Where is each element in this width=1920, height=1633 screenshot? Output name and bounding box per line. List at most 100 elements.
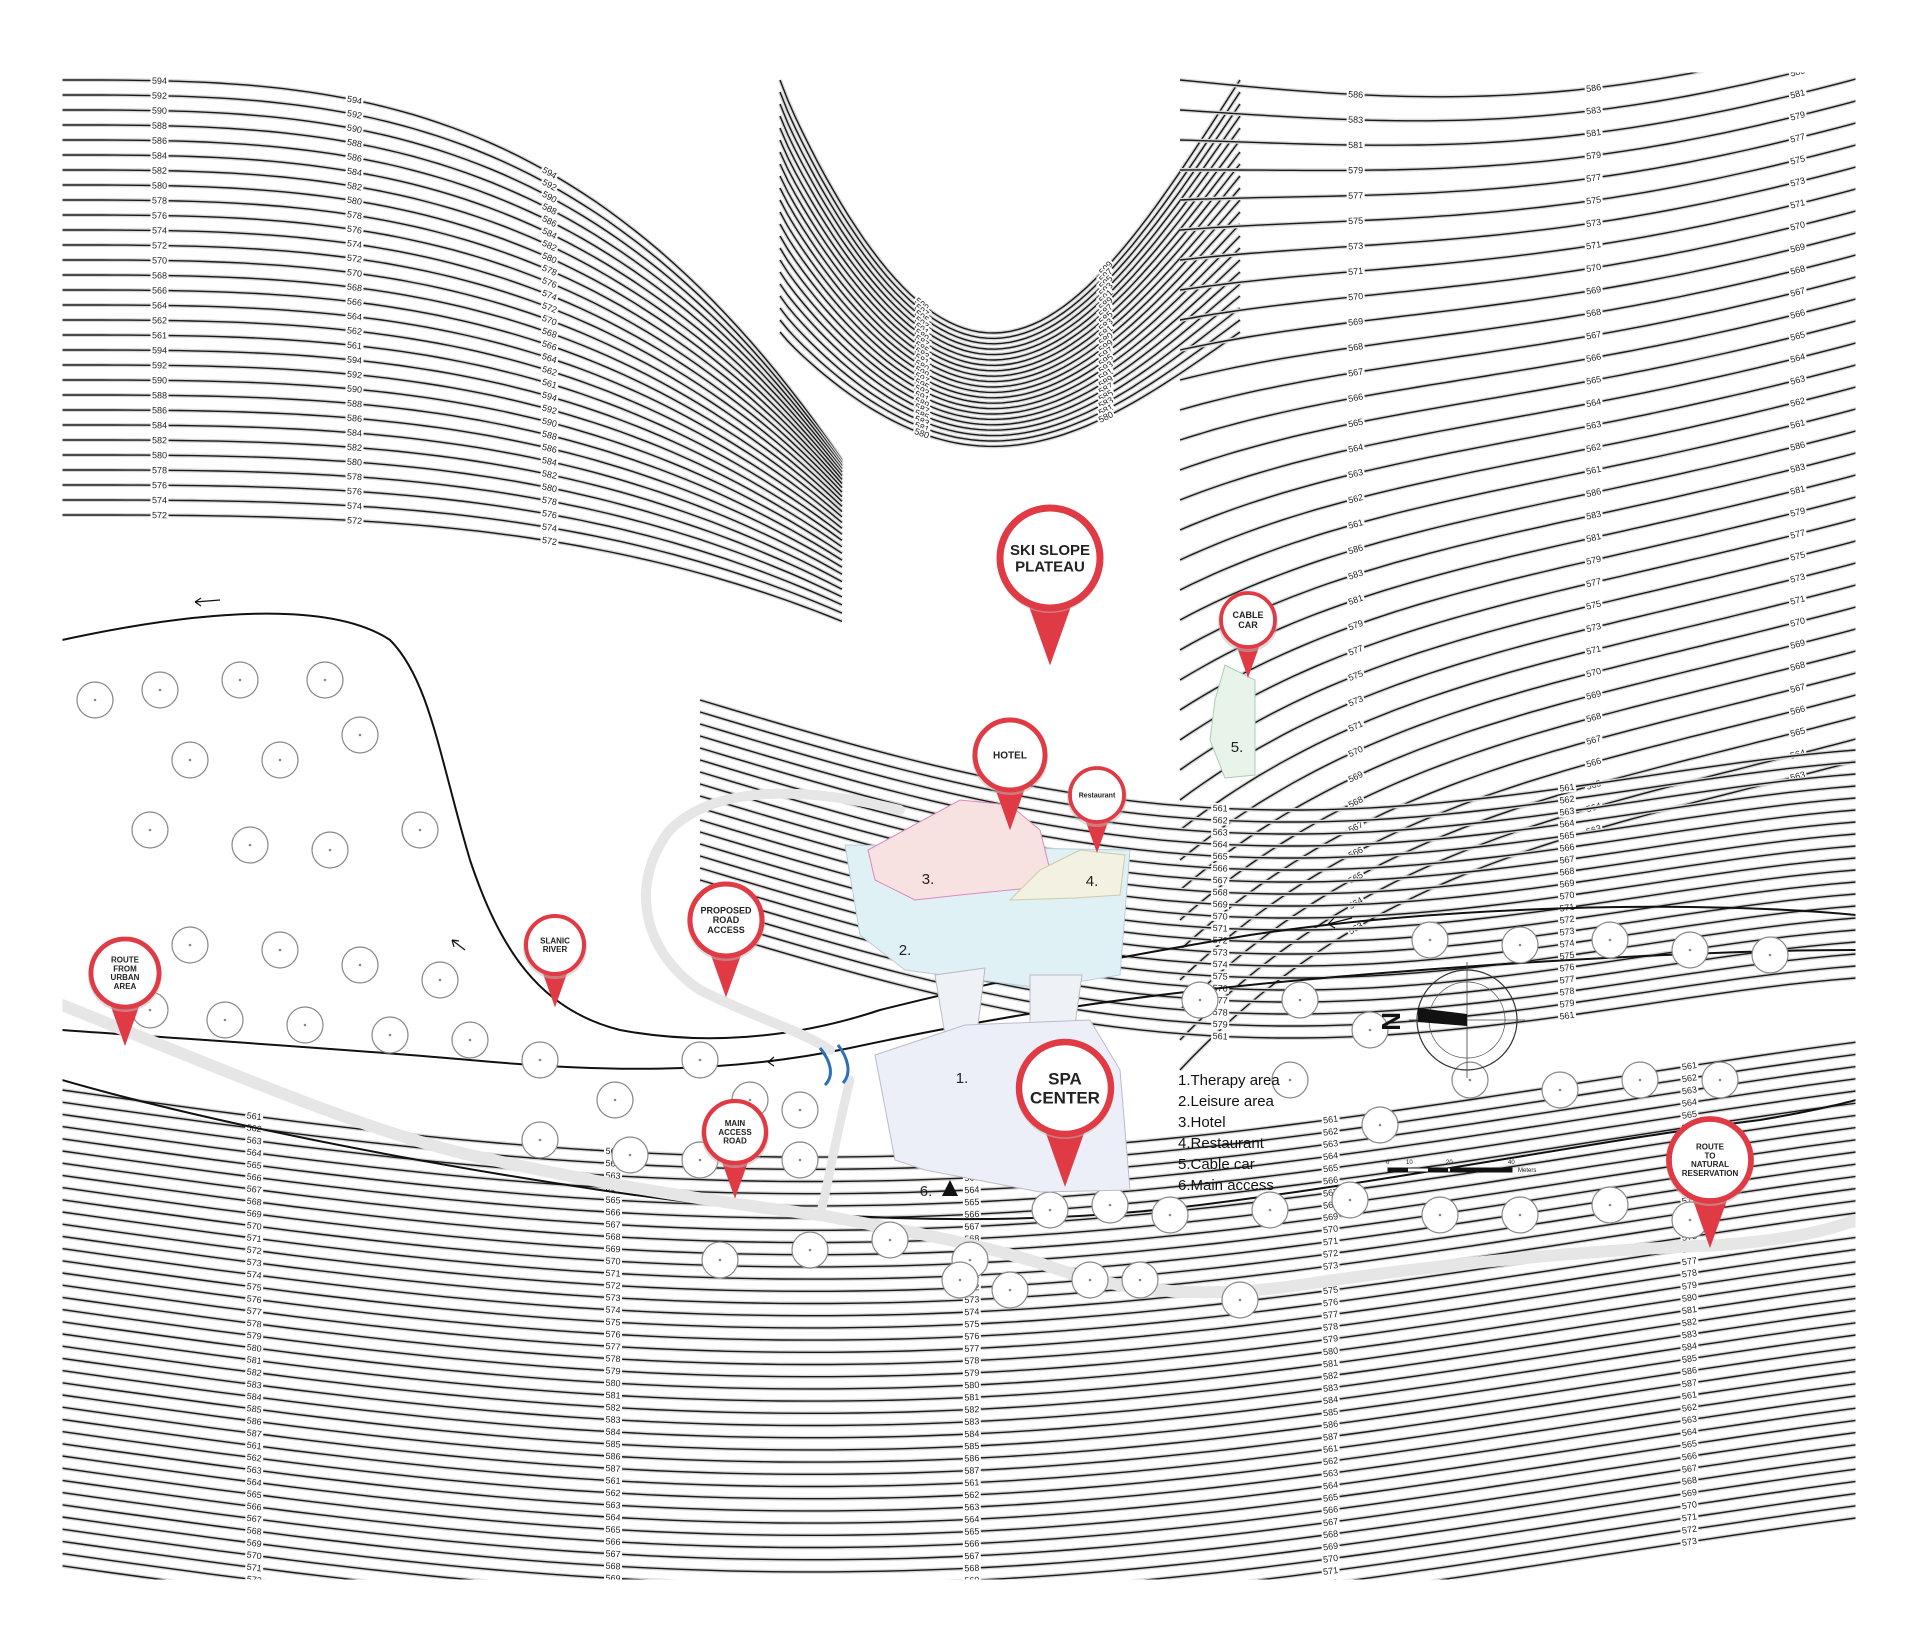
- contour-label-bg: [603, 1194, 623, 1206]
- contour-label-bg: [244, 1415, 264, 1428]
- contour-line: [1179, 694, 1856, 981]
- contour-label-bg: [1787, 527, 1808, 542]
- contour-label-bg: [603, 1231, 623, 1243]
- contour-label-bg: [1345, 491, 1366, 506]
- contour-label-bg: [1321, 1357, 1341, 1370]
- tree-center-dot: [718, 1258, 722, 1262]
- contour-label-bg: [1679, 1328, 1700, 1341]
- contour-elevation-label: 573: [1323, 1589, 1339, 1601]
- contour-elevation-label: 577: [246, 1305, 262, 1317]
- bridge-mark-left: [818, 1047, 832, 1087]
- contour-line: [1179, 650, 1856, 921]
- contour-label-bg: [1557, 877, 1577, 890]
- contour-label-bg: [150, 330, 169, 341]
- contour-label-bg: [344, 194, 365, 208]
- contour-label-bg: [1321, 1284, 1341, 1297]
- contour-elevation-label: 563: [1681, 1414, 1697, 1426]
- contour-label-bg: [539, 350, 560, 366]
- contour-label-bg: [1346, 165, 1365, 176]
- contour-label-bg: [603, 1438, 623, 1450]
- contour-elevation-label: 583: [1323, 1382, 1339, 1394]
- contour-elevation-label: 565: [1212, 851, 1228, 862]
- contour-elevation-label: 588: [347, 398, 363, 409]
- contour-line: [62, 1346, 1856, 1463]
- contour-label-bg: [1321, 1332, 1341, 1346]
- contour-elevation-label: 578: [1559, 986, 1575, 998]
- tree-markers: [76, 661, 1789, 1319]
- contour-label-bg: [539, 212, 560, 230]
- contour-elevation-label: 579: [1347, 618, 1365, 632]
- contour-elevation-label: 566: [1323, 1504, 1339, 1516]
- contour-label-bg: [1583, 598, 1604, 613]
- contour-label-bg: [1679, 1303, 1700, 1317]
- contour-line: [62, 379, 843, 554]
- contour-elevation-label: 562: [1681, 1402, 1697, 1414]
- contour-elevation-label: 586: [1789, 439, 1806, 452]
- contour-label-bg: [1210, 850, 1230, 862]
- contour-line: [62, 109, 843, 467]
- contour-label-bg: [1787, 549, 1808, 564]
- contour-elevation-label: 565: [1681, 1438, 1697, 1450]
- contour-elevation-label: 569: [1323, 1211, 1339, 1223]
- contour-elevation-label: 580: [964, 1380, 979, 1391]
- contour-label-bg: [1787, 593, 1808, 608]
- contour-label-bg: [603, 1426, 623, 1438]
- contour-elevation-label: 577: [1212, 995, 1228, 1006]
- contour-line: [62, 364, 843, 548]
- contour-elevation-label: 592: [346, 108, 363, 121]
- restaurant-building[interactable]: [1008, 849, 1126, 901]
- cable-car-station[interactable]: [1209, 664, 1256, 779]
- restaurant-pin[interactable]: Restaurant: [1067, 766, 1127, 854]
- contour-elevation-label: 590: [346, 122, 363, 135]
- contour-elevation-label: 572: [246, 1244, 262, 1256]
- contour-elevation-label: 581: [1789, 87, 1806, 100]
- access-spur: [815, 1075, 855, 1220]
- contour-label-bg: [1584, 126, 1604, 140]
- contour-label-bg: [539, 454, 560, 469]
- contour-line: [62, 244, 843, 502]
- contour-label-bg: [244, 1195, 264, 1208]
- contour-line: [1179, 72, 1701, 98]
- contour-line: [62, 274, 843, 513]
- contour-line: [62, 1444, 1856, 1561]
- contour-label-bg: [1787, 306, 1808, 322]
- contour-line: [62, 334, 843, 535]
- contour-label-bg: [150, 120, 169, 131]
- proposed-road-access[interactable]: [641, 788, 905, 1055]
- contour-label-bg: [1321, 1210, 1341, 1224]
- contour-elevation-label: 566: [541, 338, 558, 352]
- contour-elevation-label: 563: [1585, 419, 1602, 432]
- contour-elevation-label: 573: [964, 1294, 979, 1305]
- contour-label-bg: [962, 1538, 982, 1550]
- contour-label-bg: [150, 270, 169, 281]
- tree-center-dot: [438, 978, 442, 982]
- contour-label-bg: [1583, 351, 1604, 365]
- contour-label-bg: [1557, 973, 1577, 986]
- contour-line: [779, 295, 1241, 431]
- contour-elevation-label: 576: [347, 486, 363, 497]
- contour-elevation-label: 570: [1323, 1223, 1339, 1235]
- contour-line: [1179, 386, 1856, 561]
- contour-elevation-label: 579: [1559, 998, 1575, 1010]
- contour-label-bg: [244, 1280, 264, 1294]
- main-access-road[interactable]: [62, 999, 1856, 1299]
- contour-line: [1179, 584, 1856, 831]
- contour-line: [62, 229, 843, 498]
- contour-elevation-label: 562: [246, 1452, 262, 1464]
- contour-label-bg: [244, 1317, 264, 1330]
- contour-label-bg: [1321, 1113, 1341, 1126]
- contour-label-bg: [244, 1146, 264, 1159]
- hotel-pin[interactable]: HOTEL: [972, 717, 1048, 831]
- contour-elevation-label: 574: [152, 225, 167, 235]
- contour-elevation-label: 561: [1323, 1114, 1339, 1126]
